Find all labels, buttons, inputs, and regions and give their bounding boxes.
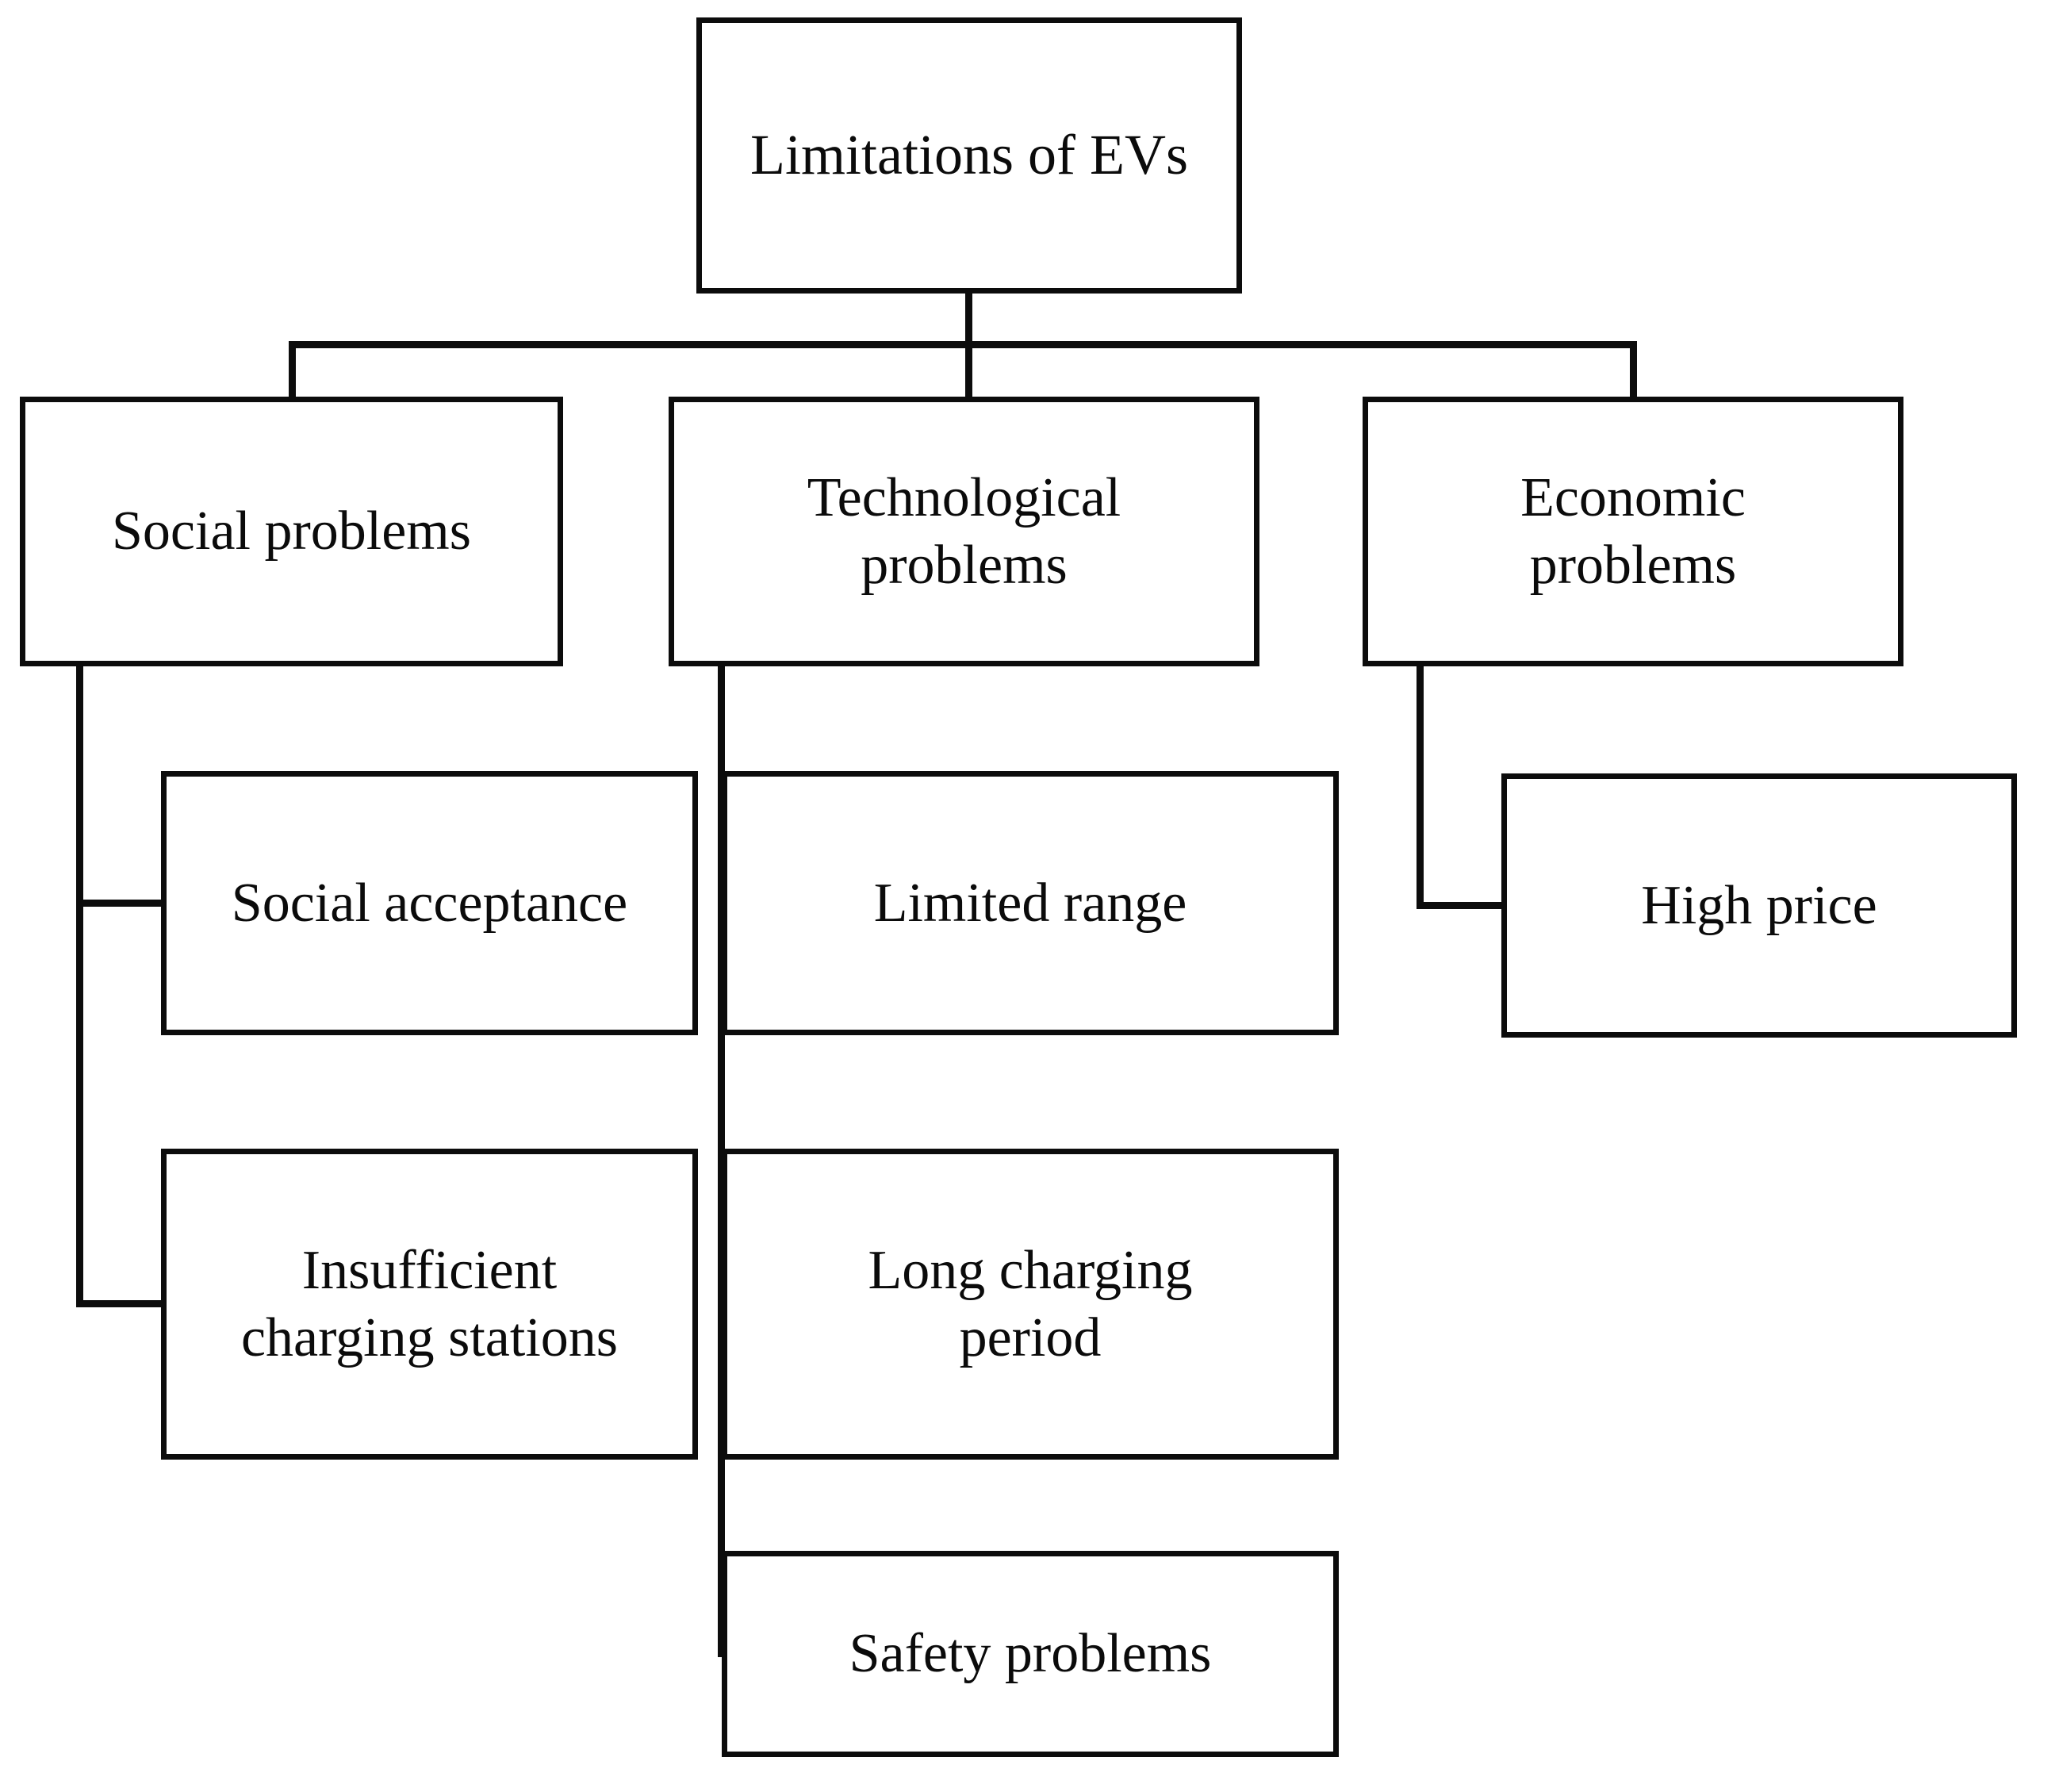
connector-root-to-economic [1630, 341, 1637, 401]
node-label-high-price: High price [1641, 874, 1877, 936]
connector-economic-to-high-price [1417, 902, 1505, 909]
node-limited-range[interactable]: Limited range [722, 771, 1339, 1035]
node-safety-problems[interactable]: Safety problems [722, 1551, 1339, 1757]
node-label-safety-problems: Safety problems [849, 1623, 1212, 1685]
connector-root-to-social [289, 341, 296, 401]
node-long-charging-period[interactable]: Long charging period [722, 1149, 1339, 1460]
connector-social-to-insufficient-charging-stations [76, 1300, 165, 1307]
node-label-social-problems: Social problems [112, 501, 471, 562]
connector-root-bus [289, 341, 1637, 348]
node-label-economic-problems: Economic problems [1520, 466, 1746, 596]
node-label-limitations-of-evs: Limitations of EVs [750, 123, 1188, 187]
node-label-technological-problems: Technological problems [807, 466, 1121, 596]
connector-social-spine [76, 663, 83, 1307]
node-limitations-of-evs[interactable]: Limitations of EVs [696, 17, 1242, 294]
node-insufficient-charging-stations[interactable]: Insufficient charging stations [161, 1149, 698, 1460]
node-social-problems[interactable]: Social problems [20, 397, 563, 666]
connector-technological-spine [718, 663, 725, 1657]
node-economic-problems[interactable]: Economic problems [1363, 397, 1903, 666]
connector-root-to-technological [965, 341, 972, 401]
node-social-acceptance[interactable]: Social acceptance [161, 771, 698, 1035]
node-label-limited-range: Limited range [873, 872, 1187, 934]
node-technological-problems[interactable]: Technological problems [669, 397, 1259, 666]
node-label-social-acceptance: Social acceptance [231, 872, 628, 934]
connector-economic-spine [1417, 663, 1424, 905]
connector-root-stem [965, 289, 972, 344]
node-high-price[interactable]: High price [1501, 773, 2017, 1038]
connector-social-to-social-acceptance [76, 900, 165, 907]
node-label-long-charging-period: Long charging period [868, 1239, 1193, 1368]
node-label-insufficient-charging-stations: Insufficient charging stations [240, 1239, 619, 1368]
